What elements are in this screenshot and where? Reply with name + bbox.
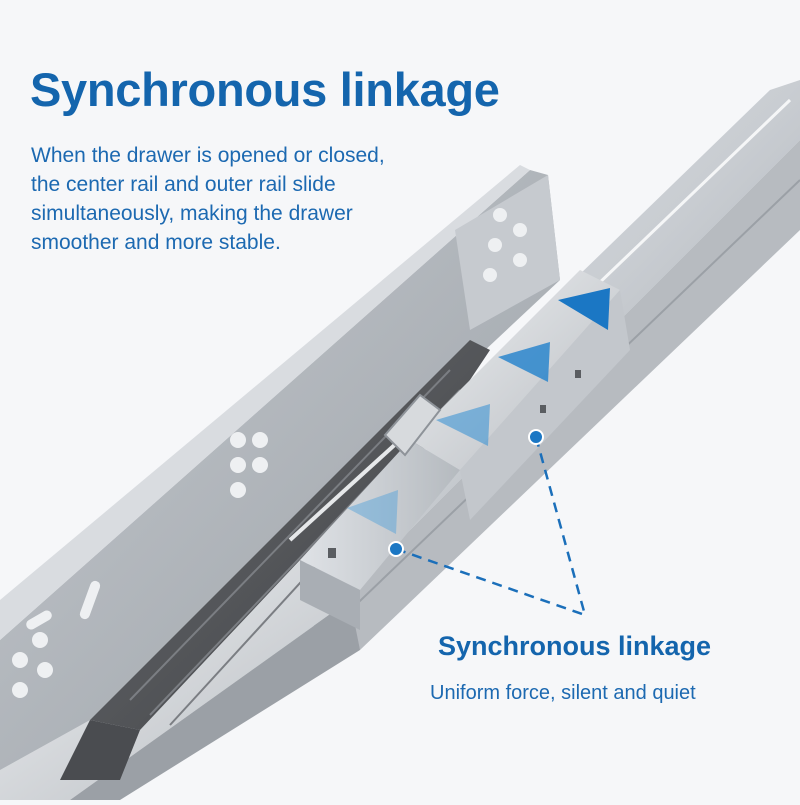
mounting-plate [0,165,560,770]
intro-line: smoother and more stable. [31,231,281,254]
arrow-icon [436,404,490,446]
intro-line: simultaneously, making the drawer [31,202,353,225]
headline: Synchronous linkage [30,63,500,116]
direction-arrows [347,288,610,534]
intro-line: the center rail and outer rail slide [31,173,336,196]
callout-dot [388,541,404,557]
arrow-icon [558,288,610,330]
callout-subtitle: Uniform force, silent and quiet [430,682,696,704]
arrow-icon [498,342,550,382]
callout-dot [528,429,544,445]
mounting-holes [12,208,527,698]
intro-text: When the drawer is opened or closed, the… [31,141,461,257]
arrow-icon [347,490,398,534]
callout-pointer [388,429,587,617]
callout-title: Synchronous linkage [438,631,712,661]
intro-line: When the drawer is opened or closed, [31,144,385,167]
